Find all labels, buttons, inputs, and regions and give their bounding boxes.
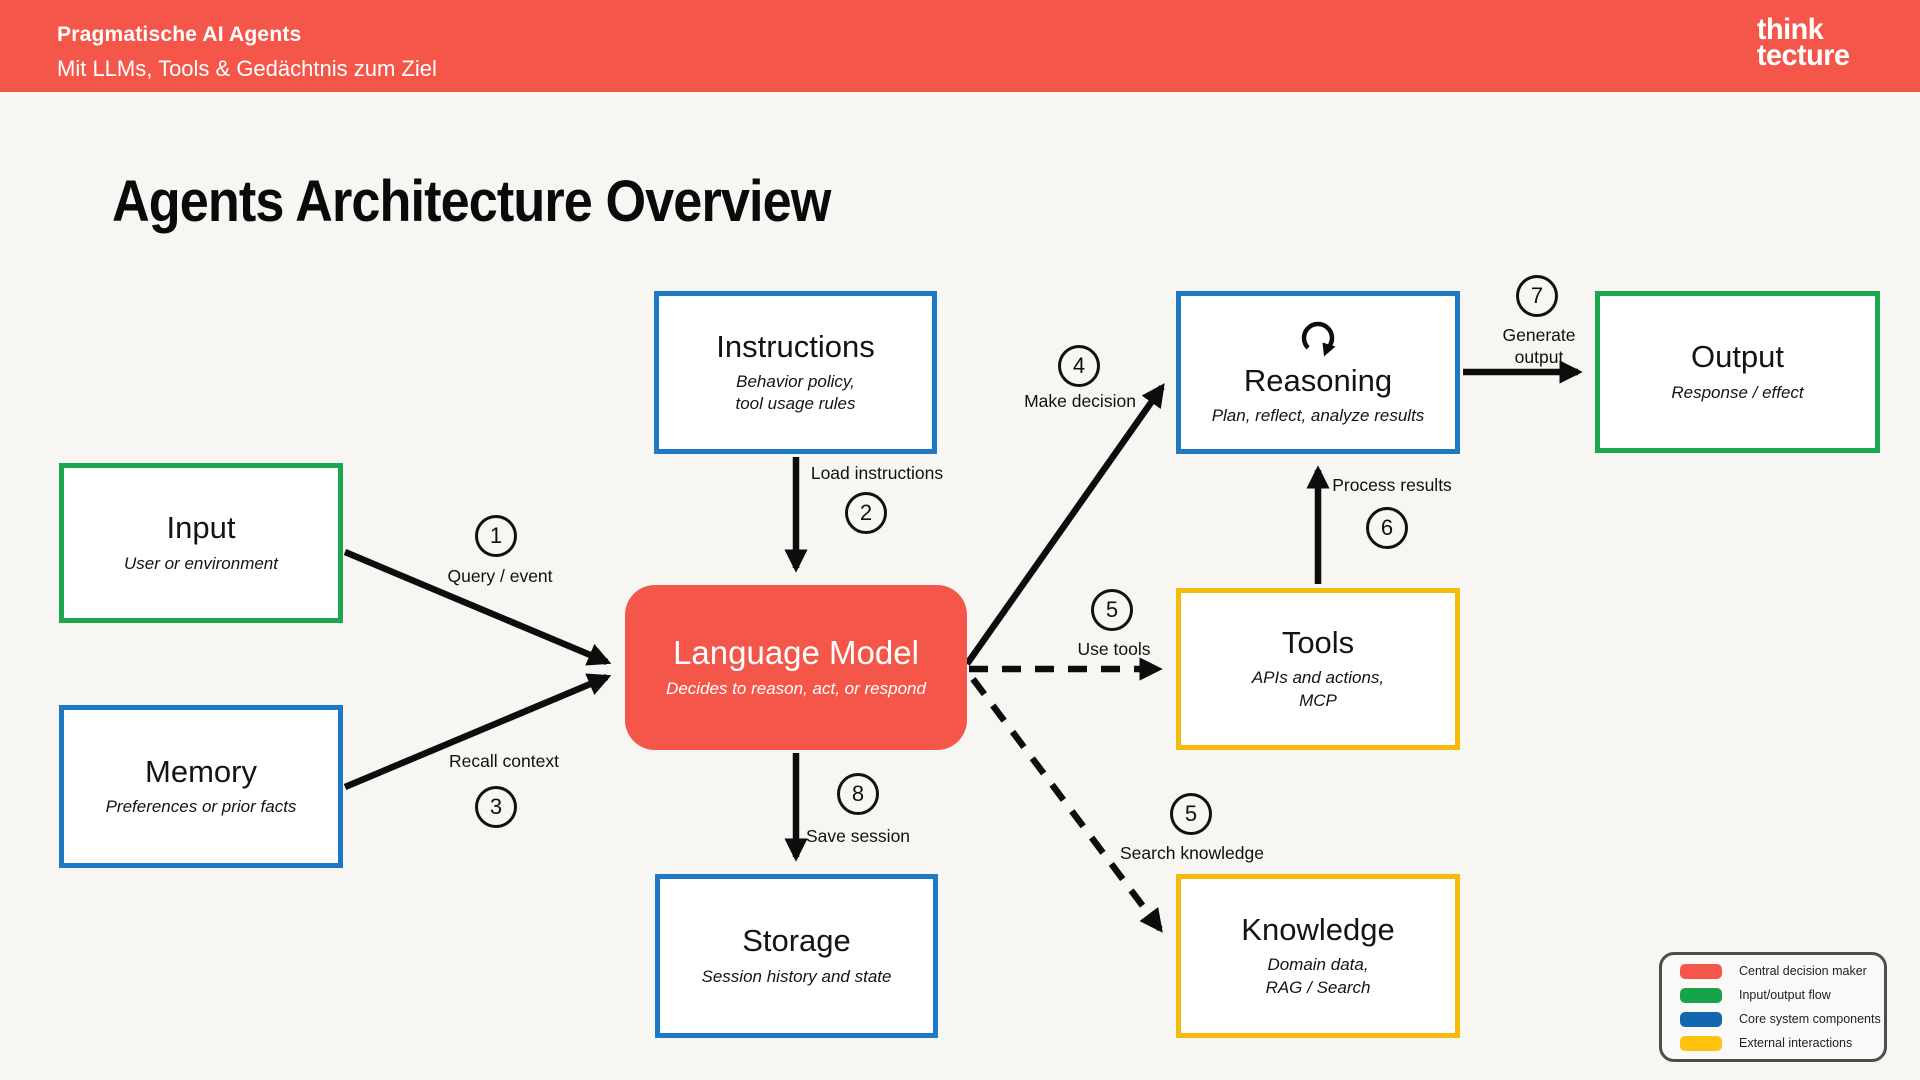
node-output-title: Output <box>1690 339 1785 375</box>
step-badge-8: 8 <box>837 773 879 815</box>
node-storage-subtitle: Session history and state <box>701 966 892 986</box>
node-memory-subtitle: Preferences or prior facts <box>105 797 297 816</box>
legend-label: Central decision maker <box>1739 964 1867 978</box>
node-knowledge-subtitle: Domain data, RAG / Search <box>1265 955 1371 997</box>
node-output-subtitle: Response / effect <box>1671 382 1804 402</box>
node-input-title: Input <box>166 510 236 546</box>
flow-label-make-decision: Make decision <box>1024 391 1136 412</box>
step-badge-5-use-tools: 5 <box>1091 589 1133 631</box>
step-badge-3: 3 <box>475 786 517 828</box>
node-storage: Storage Session history and state <box>655 874 938 1038</box>
page-title: Agents Architecture Overview <box>112 169 831 234</box>
step-badge-4: 4 <box>1058 345 1100 387</box>
legend-row-central-decision-maker: Central decision maker <box>1680 963 1884 979</box>
node-knowledge: Knowledge Domain data, RAG / Search <box>1176 874 1460 1038</box>
flow-label-search-knowledge: Search knowledge <box>1120 843 1264 864</box>
flow-label-use-tools: Use tools <box>1077 639 1151 660</box>
legend-swatch-green <box>1680 987 1722 1003</box>
flow-label-process-results: Process results <box>1332 475 1452 496</box>
node-tools-subtitle: APIs and actions, MCP <box>1251 668 1385 710</box>
legend-label: Input/output flow <box>1739 988 1831 1002</box>
flow-label-save-session: Save session <box>805 826 911 847</box>
node-instructions-title: Instructions <box>716 328 875 364</box>
legend-swatch-blue <box>1680 1011 1722 1027</box>
node-reasoning-subtitle: Plan, reflect, analyze results <box>1211 406 1425 425</box>
node-input: Input User or environment <box>59 463 343 623</box>
flow-label-load-instructions: Load instructions <box>810 463 944 484</box>
legend: Central decision maker Input/output flow… <box>1659 952 1887 1062</box>
node-storage-title: Storage <box>742 923 851 959</box>
legend-row-external-interactions: External interactions <box>1680 1035 1884 1051</box>
loop-arrow-icon <box>1301 321 1336 357</box>
node-language-model-subtitle: Decides to reason, act, or respond <box>666 678 926 698</box>
node-tools: Tools APIs and actions, MCP <box>1176 588 1460 750</box>
node-memory-title: Memory <box>145 753 257 789</box>
step-badge-7: 7 <box>1516 275 1558 317</box>
deck-title: Pragmatische AI Agents <box>57 23 302 46</box>
legend-swatch-red <box>1680 963 1722 979</box>
flow-label-recall-context: Recall context <box>449 751 559 772</box>
legend-row-input-output-flow: Input/output flow <box>1680 987 1884 1003</box>
arrow-make-decision <box>964 383 1165 666</box>
legend-label: Core system components <box>1739 1012 1881 1026</box>
node-instructions: Instructions Behavior policy, tool usage… <box>654 291 937 454</box>
header-bar: Pragmatische AI Agents Mit LLMs, Tools &… <box>0 0 1920 92</box>
node-output: Output Response / effect <box>1595 291 1880 453</box>
legend-row-core-system-components: Core system components <box>1680 1011 1884 1027</box>
step-badge-5-search-knowledge: 5 <box>1170 793 1212 835</box>
node-reasoning: Reasoning Plan, reflect, analyze results <box>1176 291 1460 454</box>
arrow-search-knowledge <box>970 677 1163 933</box>
node-instructions-subtitle: Behavior policy, tool usage rules <box>735 371 856 414</box>
node-tools-title: Tools <box>1281 625 1355 661</box>
node-knowledge-title: Knowledge <box>1241 912 1395 948</box>
logo-line-1: think <box>1757 13 1824 46</box>
legend-swatch-yellow <box>1680 1035 1722 1051</box>
step-badge-6: 6 <box>1366 507 1408 549</box>
deck-subtitle: Mit LLMs, Tools & Gedächtnis zum Ziel <box>57 56 437 81</box>
node-language-model: Language Model Decides to reason, act, o… <box>625 585 967 750</box>
logo-line-2: tecture <box>1757 39 1850 73</box>
step-badge-1: 1 <box>475 515 517 557</box>
step-badge-2: 2 <box>845 492 887 534</box>
node-reasoning-title: Reasoning <box>1243 362 1393 398</box>
flow-label-generate-output: Generate output <box>1502 325 1576 367</box>
flow-label-query-event: Query / event <box>447 566 553 587</box>
node-language-model-title: Language Model <box>673 634 919 672</box>
node-input-subtitle: User or environment <box>123 553 278 573</box>
legend-label: External interactions <box>1739 1036 1853 1050</box>
node-memory: Memory Preferences or prior facts <box>59 705 343 868</box>
thinktecture-logo: think tecture <box>1757 13 1850 73</box>
